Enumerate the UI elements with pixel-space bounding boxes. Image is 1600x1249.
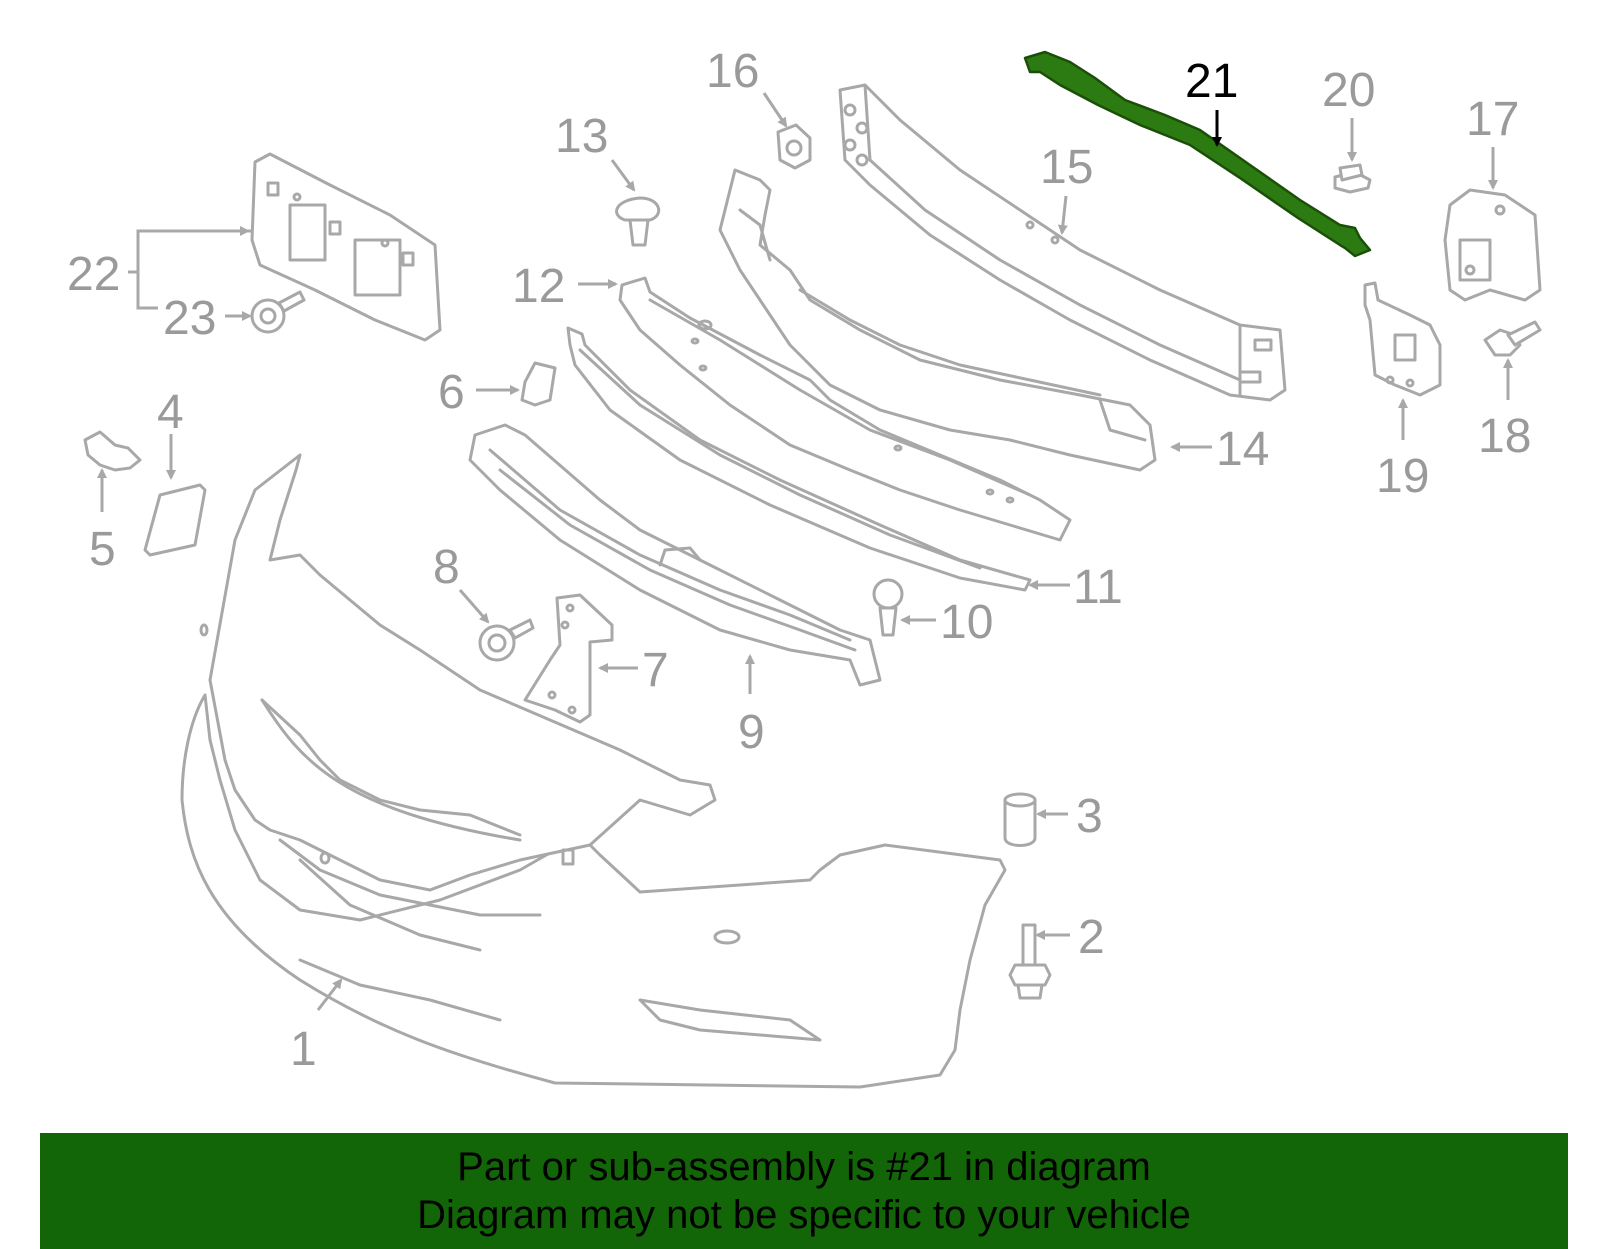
callout-1: 1 (290, 1023, 317, 1076)
license-bracket-part-22 (250, 152, 442, 342)
callout-9: 9 (738, 706, 765, 759)
absorber-part-9 (468, 423, 882, 687)
callout-16: 16 (706, 45, 759, 98)
bumper-cover-part (180, 453, 1007, 1089)
bracket-part-7 (523, 593, 614, 724)
callout-7: 7 (642, 644, 669, 697)
callout-4: 4 (157, 386, 184, 439)
callout-22: 22 (67, 248, 120, 301)
pad-part-4 (143, 483, 207, 557)
callout-21: 21 (1185, 55, 1238, 108)
clip-part-10 (872, 578, 904, 637)
bracket-part-17 (1443, 188, 1542, 302)
info-banner: Part or sub-assembly is #21 in diagram D… (40, 1133, 1568, 1249)
banner-line-2: Diagram may not be specific to your vehi… (417, 1193, 1191, 1237)
clip-part-13 (615, 196, 661, 247)
bracket-part-19 (1363, 281, 1442, 397)
callout-8: 8 (433, 541, 460, 594)
callout-20: 20 (1322, 64, 1375, 117)
callout-14: 14 (1216, 423, 1269, 476)
callout-18: 18 (1478, 410, 1531, 463)
callout-17: 17 (1466, 93, 1519, 146)
callout-15: 15 (1040, 141, 1093, 194)
callout-10: 10 (940, 596, 993, 649)
callout-2: 2 (1078, 911, 1105, 964)
callout-13: 13 (555, 110, 608, 163)
screw-part-23 (250, 290, 306, 334)
bolt-part-8 (478, 618, 535, 662)
bolt-part-2 (1008, 923, 1052, 1000)
nut-part-20 (1333, 163, 1372, 194)
reinforcement-beam-part-15 (838, 83, 1287, 402)
highlighted-stay-part-21 (1023, 50, 1372, 258)
callout-5: 5 (89, 523, 116, 576)
clip-part-5 (83, 430, 142, 472)
callout-23: 23 (163, 292, 216, 345)
energy-absorber-part-14 (718, 168, 1157, 472)
leader-lines (97, 92, 1513, 1011)
plug-part-3 (1003, 792, 1037, 847)
callout-19: 19 (1376, 450, 1429, 503)
nut-part-16 (776, 123, 812, 170)
bolt-part-18 (1483, 320, 1542, 357)
callout-numbers: 1 2 3 4 5 6 7 8 9 10 11 12 13 14 15 16 1… (67, 45, 1531, 1076)
callout-3: 3 (1076, 790, 1103, 843)
strip-part-11 (566, 326, 1032, 592)
callout-6: 6 (438, 366, 465, 419)
callout-11: 11 (1073, 561, 1123, 614)
upper-support-part-12 (618, 276, 1072, 542)
banner-line-1: Part or sub-assembly is #21 in diagram (457, 1145, 1151, 1189)
callout-12: 12 (512, 260, 565, 313)
clip-part-6 (520, 361, 557, 407)
